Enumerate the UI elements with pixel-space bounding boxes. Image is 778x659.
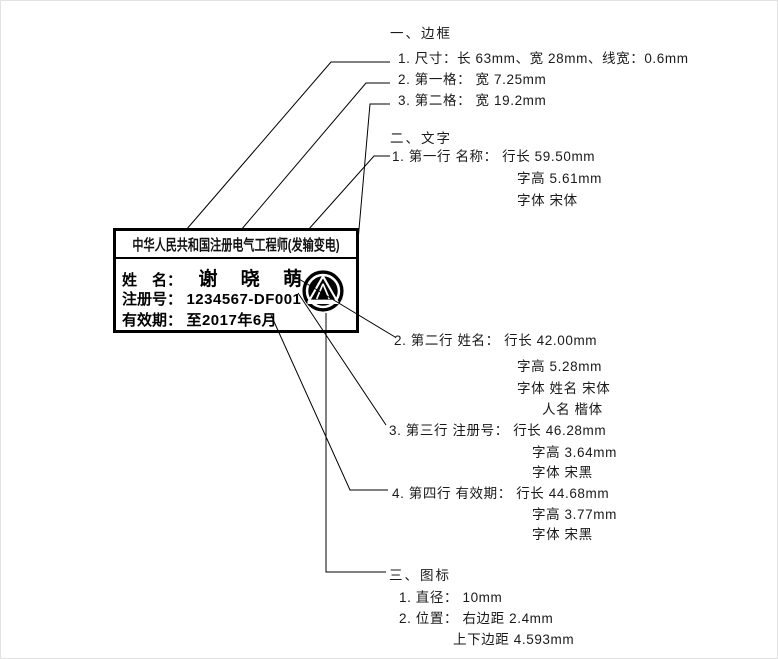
annotation-row4: 4. 第四行 有效期： 行长 44.68mm [392,486,610,501]
annotation-row3-font: 字体 宋黑 [532,465,593,480]
annotation-icon-heading: 三、图标 [389,568,451,583]
name-value: 谢 晓 萌 [198,269,312,290]
annotation-icon-position: 2. 位置： 右边距 2.4mm [399,611,554,626]
leader-text-row4 [270,314,388,491]
annotation-row3-height: 字高 3.64mm [532,445,617,460]
annotation-row1: 1. 第一行 名称： 行长 59.50mm [392,149,596,164]
leader-text-row1 [307,155,390,231]
annotation-row2-font1: 字体 姓名 宋体 [517,381,611,396]
registration-label: 注册号： [122,291,183,308]
validity-value: 至2017年6月 [186,312,278,329]
annotation-row2-height: 字高 5.28mm [517,359,602,374]
stamp-validity-row: 有效期： 至2017年6月 [122,309,277,330]
annotation-row4-font: 字体 宋黑 [532,527,593,542]
annotation-first-cell: 2. 第一格： 宽 7.25mm [398,72,547,87]
leader-first-cell [240,82,390,231]
validity-label: 有效期： [122,312,183,329]
stamp-box: 中华人民共和国注册电气工程师(发输变电) 姓 名： 谢 晓 萌 注册号： 123… [113,228,359,333]
annotation-row3: 3. 第三行 注册号： 行长 46.28mm [389,423,607,438]
annotation-border-size: 1. 尺寸：长 63mm、宽 28mm、线宽：0.6mm [398,51,689,66]
annotation-row2-font2: 人名 楷体 [542,402,603,417]
name-label: 姓 名： [122,272,183,289]
annotation-text-heading: 二、文字 [390,131,452,146]
annotation-border-heading: 一、边框 [390,26,452,41]
annotation-row1-height: 字高 5.61mm [517,171,602,186]
stamp-title-row: 中华人民共和国注册电气工程师(发输变电) [116,231,356,259]
stamp-title-text: 中华人民共和国注册电气工程师(发输变电) [132,236,340,254]
leader-second-cell [356,103,390,253]
annotation-row4-height: 字高 3.77mm [532,507,617,522]
annotation-icon-diameter: 1. 直径： 10mm [399,590,503,605]
leader-border-size [185,61,390,231]
stamp-name-row: 姓 名： 谢 晓 萌 [122,264,311,291]
annotation-row2: 2. 第二行 姓名： 行长 42.00mm [394,333,598,348]
annotation-second-cell: 3. 第二格： 宽 19.2mm [398,93,547,108]
registration-value: 1234567-DF001 [186,291,302,308]
annotation-row1-font: 字体 宋体 [517,193,578,208]
registered-engineer-seal-icon [302,270,344,312]
leader-icon [325,313,386,573]
annotation-icon-margin: 上下边距 4.593mm [453,632,575,647]
stamp-registration-row: 注册号： 1234567-DF001 [122,288,301,309]
